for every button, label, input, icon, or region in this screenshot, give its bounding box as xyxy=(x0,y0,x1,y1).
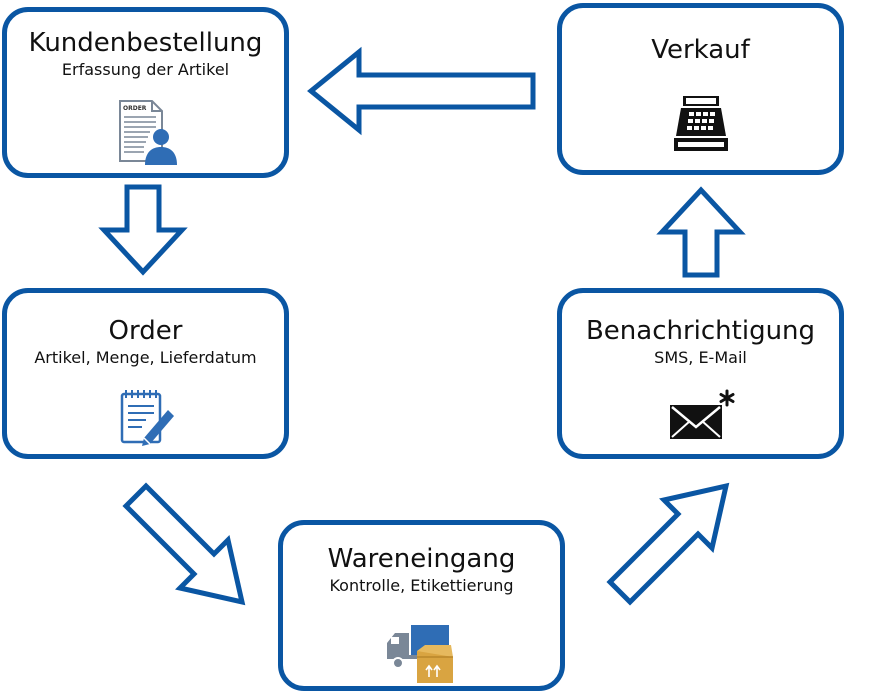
arrow-wareneingang-to-benachrichtigung xyxy=(606,482,730,606)
step-title: Wareneingang xyxy=(327,544,516,574)
step-title: Order xyxy=(108,316,183,346)
arrow-order-to-wareneingang xyxy=(122,482,246,606)
notepad-pencil-icon xyxy=(120,390,174,446)
step-title: Benachrichtigung xyxy=(585,316,816,346)
truck-package-icon xyxy=(386,625,453,683)
arrow-kundenbestellung-to-order xyxy=(98,184,188,276)
step-subtitle: Kontrolle, Etikettierung xyxy=(329,575,514,595)
step-box-order: Order Artikel, Menge, Lieferdatum xyxy=(2,288,289,459)
arrow-benachrichtigung-to-verkauf xyxy=(656,186,746,278)
step-box-benachrichtigung: Benachrichtigung SMS, E-Mail xyxy=(557,288,844,459)
step-subtitle: SMS, E-Mail xyxy=(654,347,747,367)
cash-register-icon xyxy=(673,96,728,151)
envelope-asterisk-icon xyxy=(669,389,734,439)
order-label: ORDER xyxy=(123,105,147,112)
step-title: Verkauf xyxy=(651,35,750,65)
arrow-verkauf-to-kundenbestellung xyxy=(307,46,536,136)
step-subtitle: Erfassung der Artikel xyxy=(61,59,230,79)
step-subtitle: Artikel, Menge, Lieferdatum xyxy=(34,347,257,367)
order-document-user-icon: ORDER xyxy=(118,100,177,165)
step-box-kundenbestellung: Kundenbestellung Erfassung der Artikel O… xyxy=(2,7,289,178)
step-box-wareneingang: Wareneingang Kontrolle, Etikettierung xyxy=(278,520,565,691)
step-title: Kundenbestellung xyxy=(28,28,263,58)
step-box-verkauf: Verkauf xyxy=(557,3,844,175)
